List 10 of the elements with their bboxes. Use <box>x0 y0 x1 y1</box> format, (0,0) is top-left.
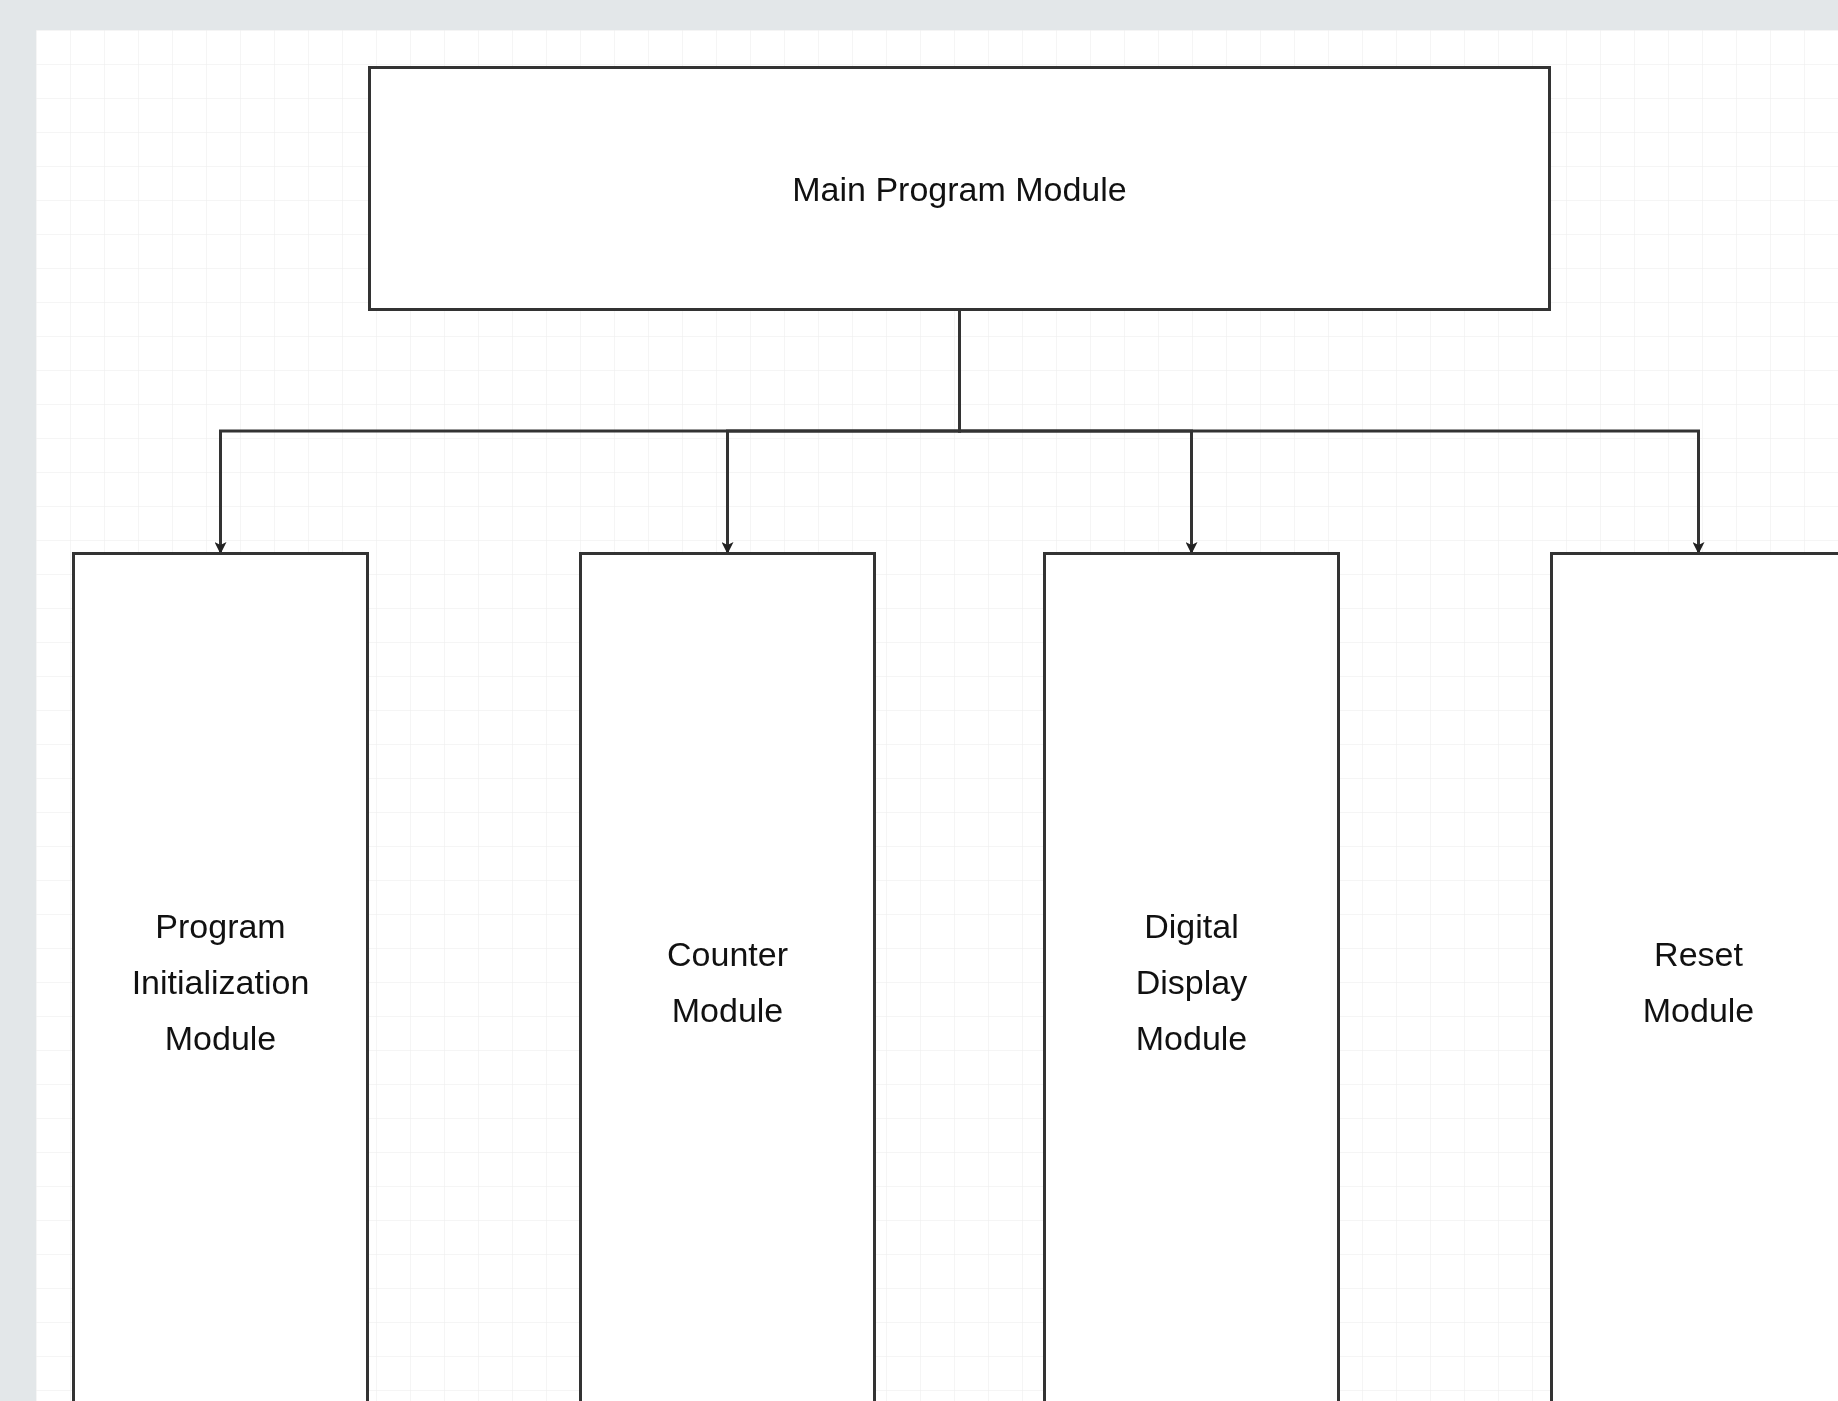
module-box <box>579 552 876 1401</box>
module-label: Reset Module <box>1641 934 1756 1031</box>
module-label: Digital Display Module <box>1134 906 1249 1059</box>
module-box <box>368 66 1551 311</box>
module-box <box>1043 552 1340 1401</box>
module-box <box>72 552 369 1401</box>
module-label: Program Initialization Module <box>130 906 311 1059</box>
module-label: Counter Module <box>666 934 789 1031</box>
module-label: Main Program Module <box>792 168 1127 210</box>
module-box <box>1550 552 1838 1401</box>
